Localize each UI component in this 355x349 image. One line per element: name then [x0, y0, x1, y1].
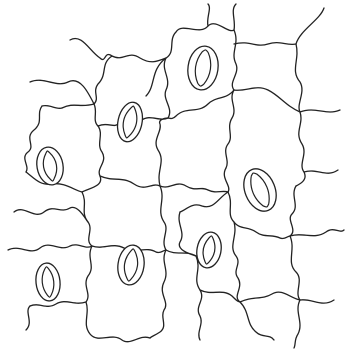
cell-wall	[146, 58, 166, 96]
cell-wall	[26, 306, 30, 330]
cell-wall	[86, 302, 150, 342]
cell-wall	[160, 186, 166, 250]
stoma	[185, 44, 221, 92]
stoma	[34, 262, 62, 302]
cell-wall	[226, 90, 234, 168]
cell-wall	[98, 124, 118, 126]
cell-wall	[232, 30, 237, 90]
cell-wall	[112, 55, 166, 62]
cell-wall	[290, 230, 344, 236]
cell-wall	[100, 176, 160, 187]
cell-wall	[179, 212, 196, 256]
stoma	[34, 145, 66, 187]
cell-wall	[234, 88, 300, 112]
cell-wall	[294, 300, 300, 348]
cell-wall	[30, 80, 94, 104]
cell-wall	[160, 184, 228, 192]
cell-wall	[233, 222, 240, 302]
cell-wall	[70, 38, 112, 59]
stoma	[194, 230, 224, 270]
cell-wall	[150, 250, 166, 338]
cell-wall	[196, 256, 202, 340]
cell-wall	[180, 192, 228, 212]
cell-wall	[82, 192, 92, 246]
cell-wall	[94, 56, 112, 104]
cell-wall	[94, 104, 98, 126]
stomata	[34, 44, 282, 302]
cell-wall	[290, 236, 300, 300]
cell-wall	[224, 168, 229, 192]
cell-wall	[304, 170, 338, 173]
cell-wall	[62, 104, 94, 108]
cell-wall	[42, 106, 62, 109]
cell-wall	[156, 118, 168, 186]
cell-wall	[200, 290, 240, 302]
cell-wall	[233, 4, 236, 30]
cell-wall	[164, 58, 169, 118]
cell-wall	[296, 8, 324, 44]
cell-wall	[86, 246, 92, 302]
cell-wall	[208, 4, 210, 26]
cell-wall	[240, 292, 300, 302]
cell-wall	[30, 302, 86, 307]
cell-wall	[300, 110, 340, 112]
cell-wall	[300, 300, 334, 303]
cell-wall	[290, 186, 296, 236]
stoma	[114, 100, 146, 144]
stoma	[238, 164, 282, 216]
cell-wall	[14, 207, 88, 222]
cell-wall	[296, 112, 305, 186]
cell-wall	[8, 245, 92, 251]
cell-wall	[240, 302, 274, 340]
cell-wall	[82, 126, 104, 192]
cell-wall	[168, 90, 234, 119]
cell-wall	[295, 44, 302, 112]
cell-wall	[234, 43, 296, 46]
